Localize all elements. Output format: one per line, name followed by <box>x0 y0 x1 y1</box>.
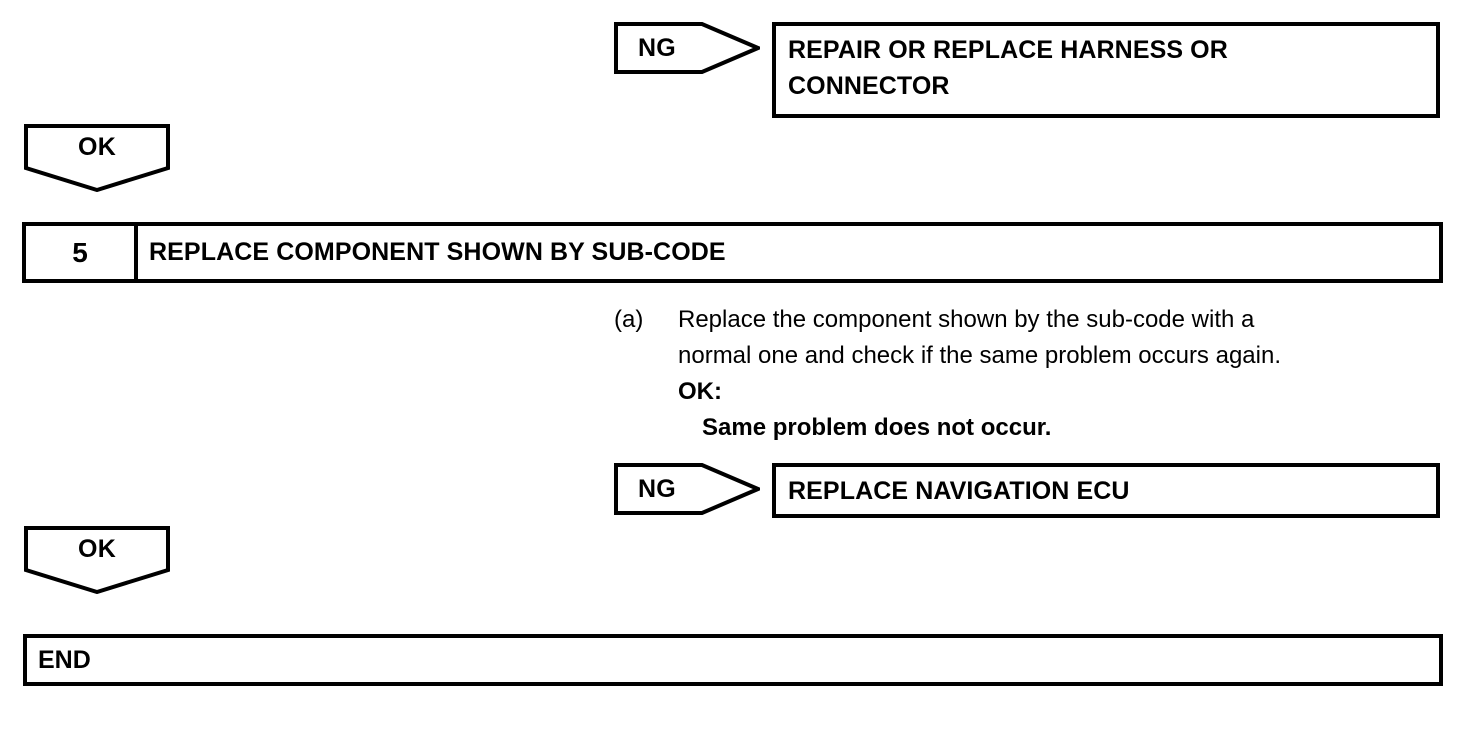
ok-pentagon-top: OK <box>24 124 170 192</box>
procedure-body: Replace the component shown by the sub-c… <box>678 302 1454 446</box>
result-box-replace-ecu: REPLACE NAVIGATION ECU <box>772 463 1440 518</box>
step-bar-5-title: REPLACE COMPONENT SHOWN BY SUB-CODE <box>149 238 726 266</box>
procedure-line-1: Replace the component shown by the sub-c… <box>678 306 1255 333</box>
ng-arrow-shape-icon <box>614 463 760 515</box>
end-box: END <box>23 634 1443 686</box>
procedure-block: (a) Replace the component shown by the s… <box>614 302 1454 446</box>
ok-pentagon-shape-icon <box>24 124 170 192</box>
ng-arrow-bottom: NG <box>614 463 760 515</box>
ok-pentagon-bottom: OK <box>24 526 170 594</box>
ok-pentagon-shape-icon <box>24 526 170 594</box>
ok-pentagon-bottom-label: OK <box>78 534 116 563</box>
procedure-row: (a) Replace the component shown by the s… <box>614 302 1454 446</box>
procedure-line-2: normal one and check if the same problem… <box>678 342 1281 369</box>
end-box-label: END <box>38 645 91 674</box>
procedure-condition-label: OK: <box>678 378 722 405</box>
step-bar-5: 5 REPLACE COMPONENT SHOWN BY SUB-CODE <box>22 222 1443 283</box>
procedure-marker: (a) <box>614 306 644 333</box>
step-bar-5-number: 5 <box>26 226 138 279</box>
result-box-replace-ecu-text: REPLACE NAVIGATION ECU <box>788 476 1130 505</box>
ok-pentagon-top-label: OK <box>78 132 116 161</box>
ng-arrow-top-label: NG <box>638 33 676 62</box>
result-box-repair-harness-text: REPAIR OR REPLACE HARNESS OR CONNECTOR <box>788 36 1228 100</box>
ng-arrow-shape-icon <box>614 22 760 74</box>
procedure-condition-detail: Same problem does not occur. <box>702 414 1052 441</box>
result-box-repair-harness: REPAIR OR REPLACE HARNESS OR CONNECTOR <box>772 22 1440 118</box>
ng-arrow-bottom-label: NG <box>638 474 676 503</box>
ng-arrow-top: NG <box>614 22 760 74</box>
